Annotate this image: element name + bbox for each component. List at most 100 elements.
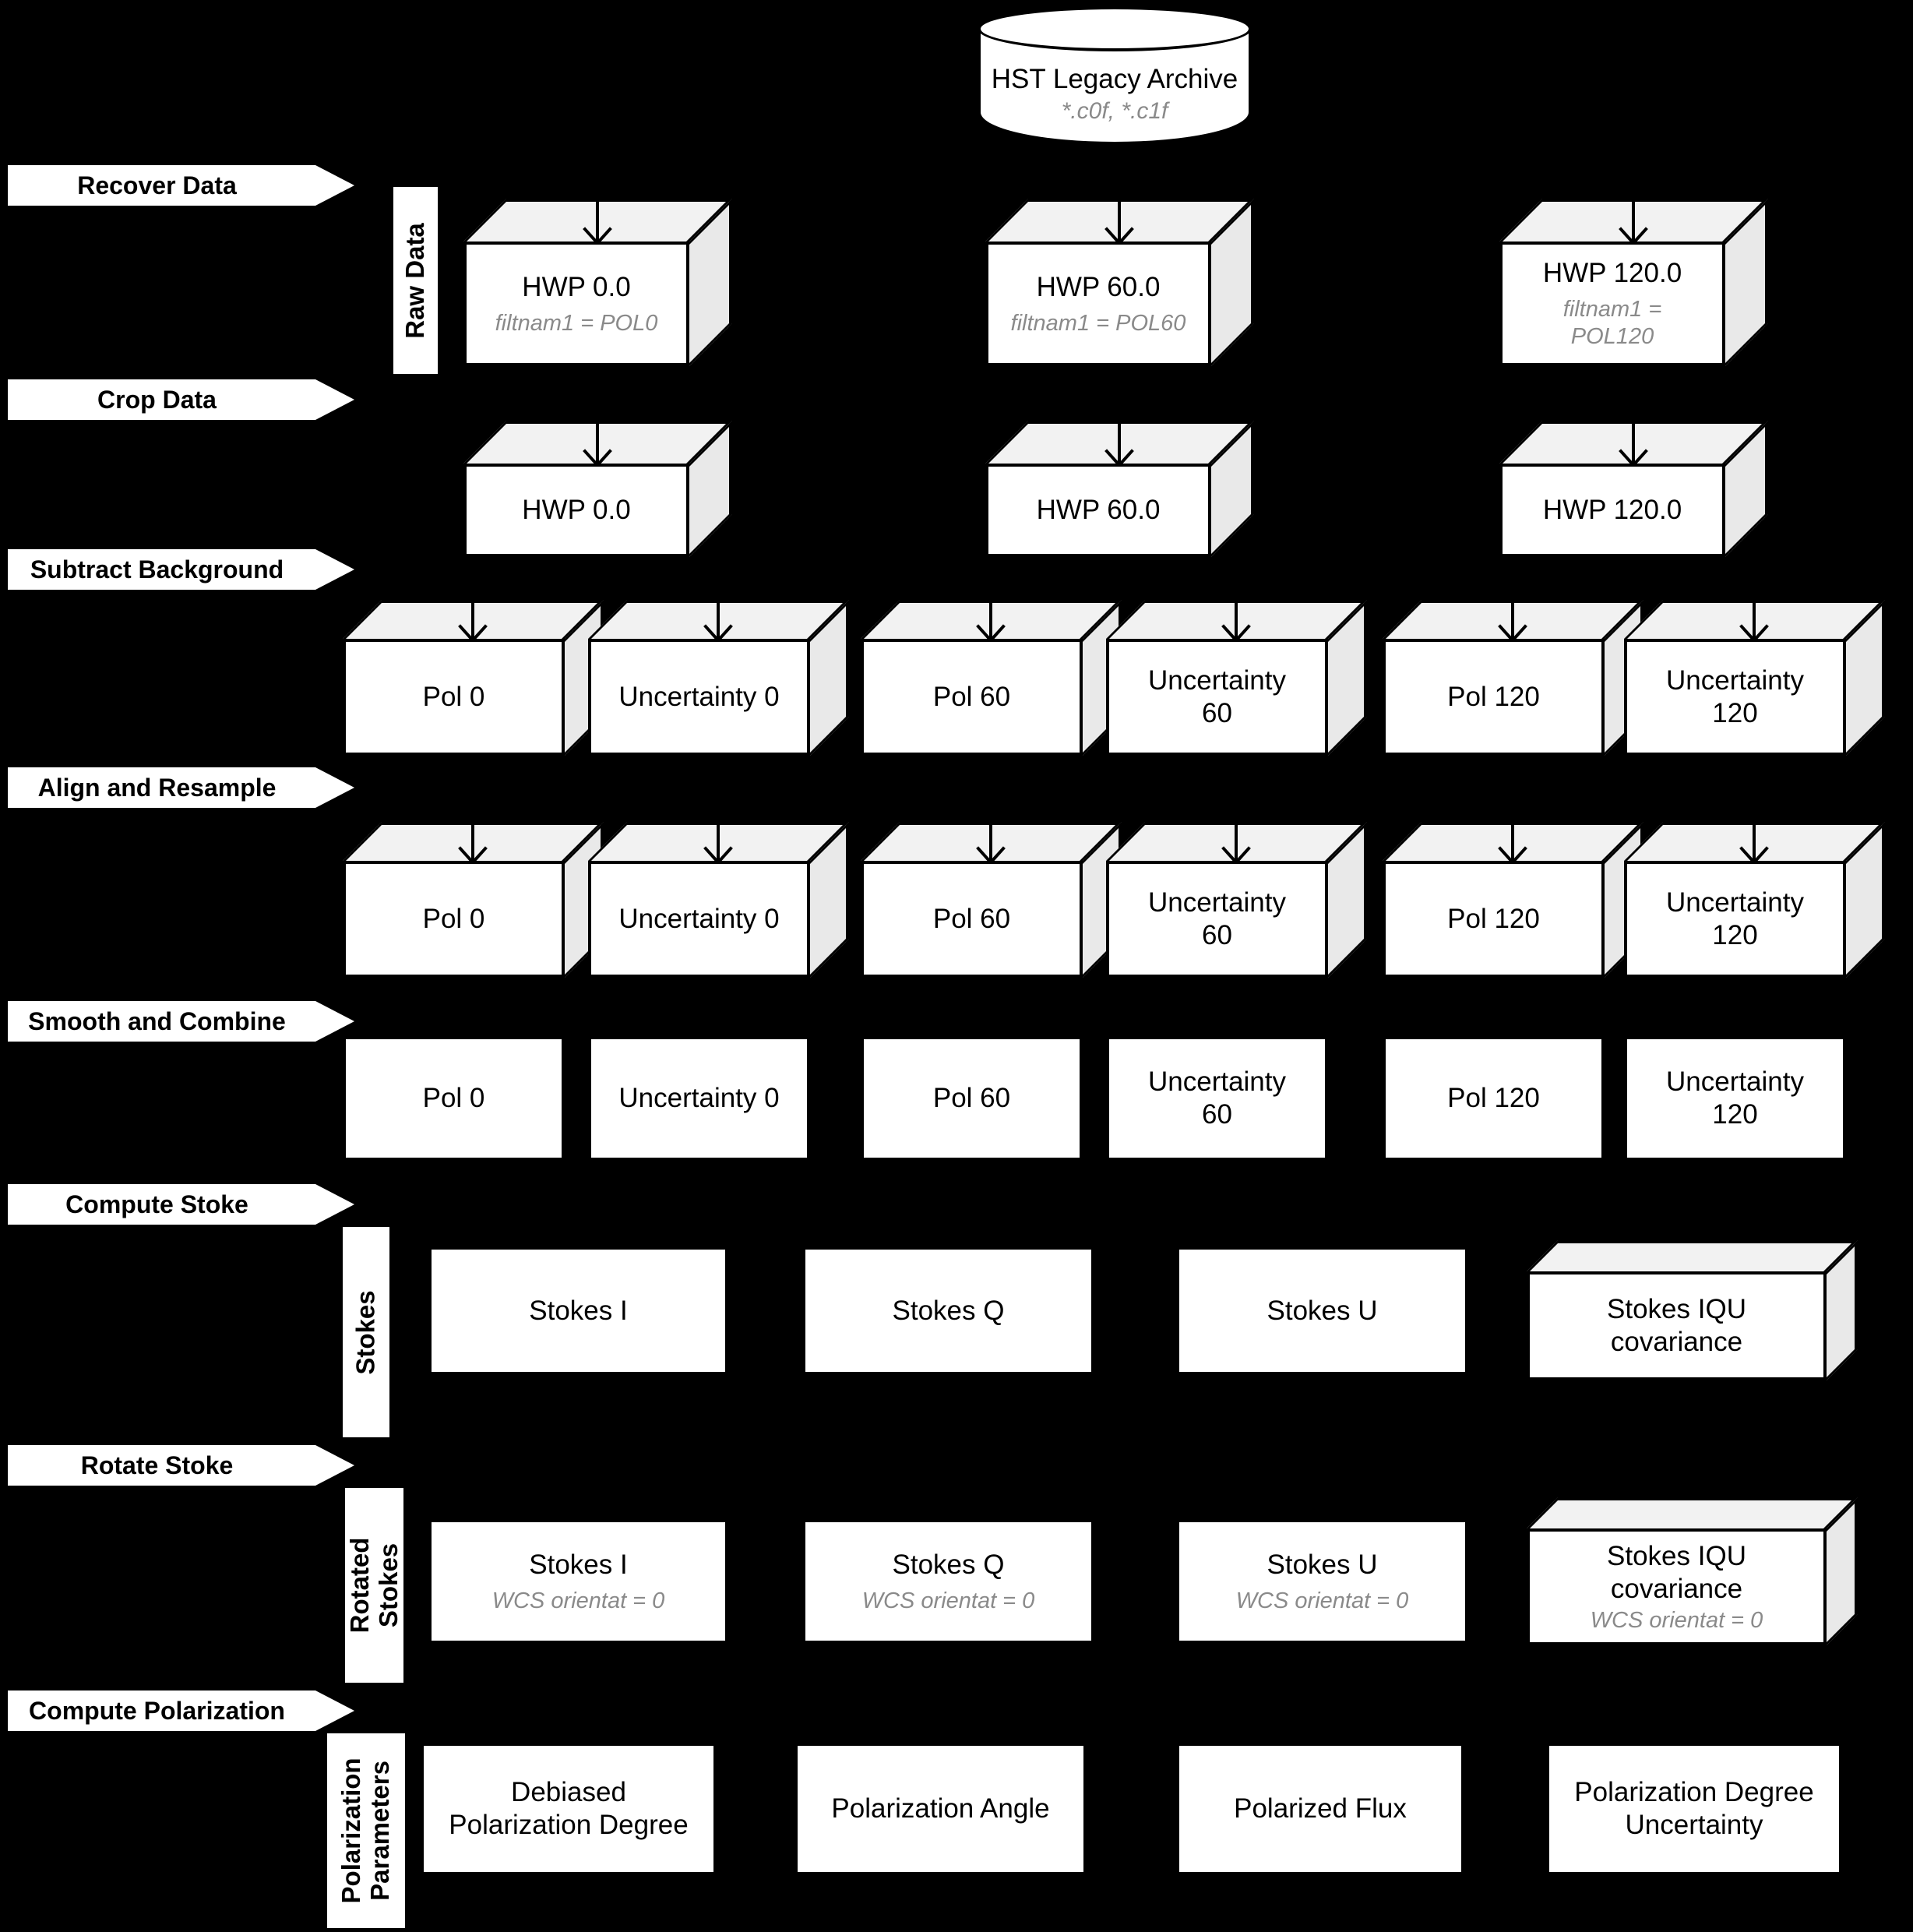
subtract-uncertainty60-box: Uncertainty 60 [1106,600,1367,756]
smooth-pol0-box: Pol 0 [343,1036,565,1161]
arrow-shaft [1235,583,1238,639]
crop-hwp120-box: HWP 120.0 [1499,421,1768,557]
box-sublabel: filtnam1 = POL120 [1562,297,1662,349]
subtract-uncertainty120-box: Uncertainty 120 [1624,600,1885,756]
arrow-shaft [596,181,599,242]
group-label-text: Stokes [351,1289,380,1375]
align-pol120-box: Pol 120 [1383,822,1643,978]
box-label: HWP 60.0 [1036,495,1161,525]
box-sublabel: WCS orientat = 0 [1235,1588,1409,1613]
subtract-pol60-box: Pol 60 [861,600,1122,756]
box-front-face: Stokes IQU covariance [1527,1271,1827,1380]
arrow-shaft [1753,583,1756,639]
box-front-face: Pol 120 [1383,639,1605,756]
box-front-face: HWP 0.0 filtnam1 = POL0 [463,242,689,366]
box-label: Pol 60 [932,904,1011,934]
box-label: Pol 60 [932,1083,1011,1113]
rotated-stokes-iqu-covariance-box: Stokes IQU covariance WCS orientat = 0 [1527,1497,1858,1645]
box-front-face: Pol 60 [861,639,1083,756]
arrow-shaft [717,583,720,639]
box-label: HWP 0.0 [522,495,631,525]
rotated-stokes-u-box: Stokes U WCS orientat = 0 [1176,1519,1468,1644]
box-top-face [1527,1497,1858,1528]
polparam-flux-box: Polarized Flux [1176,1743,1464,1875]
stokes-iqu-covariance-box: Stokes IQU covariance [1527,1240,1858,1380]
archive-subtitle: *.c0f, *.c1f [1061,98,1168,124]
cylinder-top-ellipse [978,6,1252,51]
archive-text: HST Legacy Archive *.c0f, *.c1f [978,64,1252,125]
stage-banner-recover-data: Recover Data [8,165,354,206]
crop-hwp60-box: HWP 60.0 [985,421,1254,557]
box-front-face: Uncertainty 120 [1624,861,1846,978]
stage-banner-align-resample: Align and Resample [8,767,354,808]
archive-title: HST Legacy Archive [991,64,1238,94]
arrow-shaft [1235,805,1238,861]
arrow-shaft [1632,181,1635,242]
box-label: Pol 120 [1447,1083,1540,1113]
box-sublabel: filtnam1 = POL60 [1010,310,1186,336]
group-label-polarization-parameters: Polarization Parameters [327,1733,405,1928]
arrow-shaft [989,805,992,861]
box-front-face: HWP 60.0 filtnam1 = POL60 [985,242,1211,366]
arrow-shaft [1118,181,1121,242]
box-label: Stokes U [1267,1295,1378,1326]
box-label: HWP 120.0 [1542,495,1682,525]
box-label: Uncertainty 60 [1147,1066,1287,1130]
smooth-pol60-box: Pol 60 [861,1036,1083,1161]
stage-banner-label: Recover Data [77,171,237,199]
box-label: Uncertainty 0 [618,682,780,712]
box-front-face: HWP 0.0 [463,464,689,557]
box-label: Uncertainty 120 [1665,1066,1805,1130]
subtract-uncertainty0-box: Uncertainty 0 [588,600,849,756]
stage-banner-compute-stoke: Compute Stoke [8,1184,354,1225]
stage-banner-label: Crop Data [97,385,217,414]
stokes-q-box: Stokes Q [802,1246,1094,1375]
smooth-uncertainty60-box: Uncertainty 60 [1106,1036,1328,1161]
box-label: Pol 60 [932,682,1011,712]
box-label: HWP 120.0 [1542,258,1682,289]
box-front-face: Uncertainty 0 [588,861,810,978]
raw-hwp0-box: HWP 0.0 filtnam1 = POL0 [463,199,732,366]
box-label: Uncertainty 60 [1147,887,1287,950]
smooth-uncertainty0-box: Uncertainty 0 [588,1036,810,1161]
box-label: Stokes I [529,1295,628,1326]
align-pol0-box: Pol 0 [343,822,604,978]
box-front-face: Pol 0 [343,861,565,978]
align-uncertainty60-box: Uncertainty 60 [1106,822,1367,978]
raw-hwp120-box: HWP 120.0 filtnam1 = POL120 [1499,199,1768,366]
stage-banner-label: Rotate Stoke [80,1451,234,1479]
polparam-angle-box: Polarization Angle [794,1743,1087,1875]
align-uncertainty120-box: Uncertainty 120 [1624,822,1885,978]
arrow-shaft [1753,805,1756,861]
arrow-shaft [471,583,474,639]
subtract-pol120-box: Pol 120 [1383,600,1643,756]
box-label: Pol 120 [1447,682,1540,712]
group-label-raw-data: Raw Data [393,187,438,374]
group-label-text: Raw Data [400,222,430,339]
group-label-stokes: Stokes [343,1227,389,1437]
stokes-u-box: Stokes U [1176,1246,1468,1375]
box-sublabel: WCS orientat = 0 [861,1588,1035,1613]
box-label: Stokes Q [892,1549,1005,1580]
stage-banner-label: Subtract Background [30,555,284,583]
box-front-face: Stokes IQU covariance WCS orientat = 0 [1527,1528,1827,1645]
stage-banner-subtract-background: Subtract Background [8,549,354,590]
smooth-pol120-box: Pol 120 [1383,1036,1605,1161]
stage-banner-smooth-combine: Smooth and Combine [8,1001,354,1042]
box-label: Uncertainty 60 [1147,665,1287,728]
box-sublabel: WCS orientat = 0 [1590,1607,1763,1633]
stage-banner-label: Compute Polarization [29,1696,285,1725]
subtract-pol0-box: Pol 0 [343,600,604,756]
smooth-uncertainty120-box: Uncertainty 120 [1624,1036,1846,1161]
box-label: Polarized Flux [1234,1793,1407,1824]
arrow-shaft [989,583,992,639]
box-label: Stokes Q [892,1295,1005,1326]
box-front-face: Pol 120 [1383,861,1605,978]
stage-banner-label: Compute Stoke [65,1190,248,1218]
box-label: Uncertainty 0 [618,904,780,934]
polparam-degree-uncertainty-box: Polarization Degree Uncertainty [1546,1743,1842,1875]
box-label: Pol 0 [422,904,485,934]
rotated-stokes-i-box: Stokes I WCS orientat = 0 [428,1519,728,1644]
box-front-face: HWP 120.0 filtnam1 = POL120 [1499,242,1725,366]
